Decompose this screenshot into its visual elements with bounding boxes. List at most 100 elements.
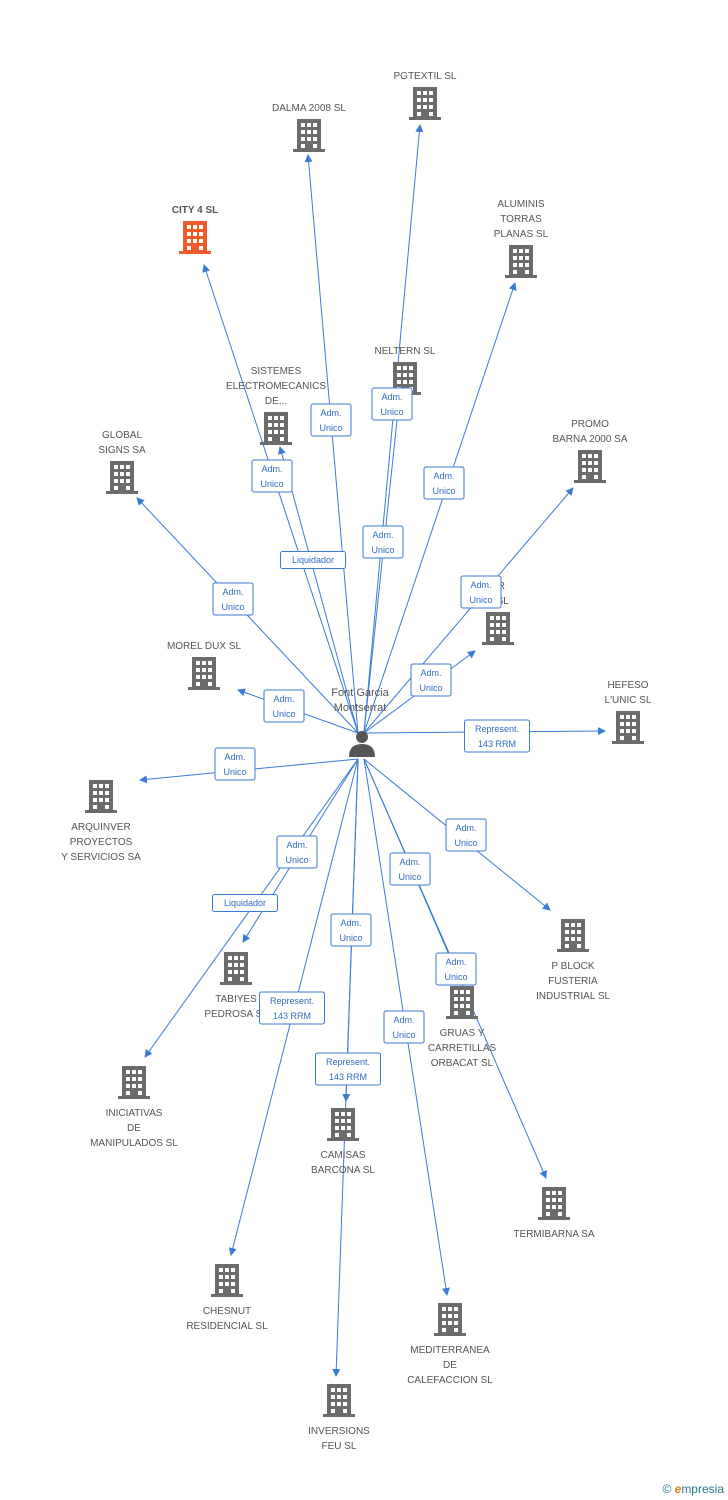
- company-label: HEFESO: [607, 680, 648, 691]
- relation-label-city4[interactable]: Adm. Unico: [251, 459, 293, 493]
- brand-name: mpresia: [681, 1482, 724, 1496]
- company-label: TORRAS: [500, 214, 542, 225]
- building-icon: [293, 119, 325, 152]
- company-node-dalma[interactable]: DALMA 2008 SL: [272, 103, 346, 152]
- company-node-termibarna[interactable]: TERMIBARNA SA: [513, 1187, 595, 1240]
- relation-label-aluminis[interactable]: Adm. Unico: [423, 466, 465, 500]
- relation-text: Unico: [339, 933, 362, 943]
- company-label: ARQUINVER: [71, 822, 130, 833]
- company-label: BARNA 2000 SA: [552, 434, 627, 445]
- company-label: PGTEXTIL SL: [394, 71, 457, 82]
- relation-label-iniciativas[interactable]: Adm. Unico: [276, 835, 318, 869]
- building-icon: [446, 986, 478, 1019]
- company-node-aluminis[interactable]: ALUMINIS TORRAS PLANAS SL: [494, 199, 549, 278]
- relation-label-global[interactable]: Adm.Unico: [212, 582, 254, 616]
- company-node-nelternl[interactable]: NELTERN SL: [375, 346, 436, 395]
- company-node-pgtextil[interactable]: PGTEXTIL SL: [394, 71, 457, 120]
- relation-text: Adm.: [286, 840, 307, 850]
- relation-text: Unico: [285, 855, 308, 865]
- relation-label-pblock[interactable]: Adm.Unico: [445, 818, 487, 852]
- building-icon: [505, 245, 537, 278]
- relation-label-mediterranea[interactable]: Adm.Unico: [383, 1010, 425, 1044]
- relation-text: Represent.: [475, 724, 519, 734]
- building-icon: [85, 780, 117, 813]
- footer-brand[interactable]: © empresia: [662, 1482, 724, 1496]
- relation-text: Adm.: [261, 464, 282, 474]
- edge-dalma: [304, 154, 359, 734]
- relation-label-chesnut[interactable]: Represent.143 RRM: [259, 991, 325, 1025]
- brand-initial: e: [674, 1482, 682, 1496]
- company-node-sistemes[interactable]: SISTEMESELECTROMECANICSDE...: [226, 366, 326, 445]
- relation-text: Unico: [319, 423, 342, 433]
- company-label: ORBACAT SL: [431, 1058, 494, 1069]
- company-node-city4[interactable]: CITY 4 SL: [172, 205, 219, 254]
- building-icon: [612, 711, 644, 744]
- relation-label-erssl[interactable]: Adm.Unico: [410, 663, 452, 697]
- relation-label-arquinver[interactable]: Adm.Unico: [214, 747, 256, 781]
- relation-text: Adm.: [455, 823, 476, 833]
- relation-text: Unico: [380, 407, 403, 417]
- building-icon: [211, 1264, 243, 1297]
- relation-text: Adm.: [381, 392, 402, 402]
- relation-text: Liquidador: [224, 898, 266, 908]
- relation-label-camisas[interactable]: Adm.Unico: [330, 913, 372, 947]
- company-label: Y SERVICIOS SA: [61, 852, 141, 863]
- relation-label-promo[interactable]: Adm.Unico: [460, 575, 502, 609]
- company-label: PLANAS SL: [494, 229, 549, 240]
- company-label: TABIYES: [215, 994, 257, 1005]
- relation-text: Unico: [260, 479, 283, 489]
- company-label: NELTERN SL: [375, 346, 436, 357]
- building-icon: [106, 461, 138, 494]
- relation-label-tabiyes[interactable]: Liquidador: [212, 894, 278, 912]
- relation-text: Adm.: [372, 530, 393, 540]
- relation-label-morel[interactable]: Adm.Unico: [263, 689, 305, 723]
- relation-text: Adm.: [433, 471, 454, 481]
- building-icon: [482, 612, 514, 645]
- relation-label-nelternl[interactable]: Adm.Unico: [362, 525, 404, 559]
- edge-city4: [202, 264, 359, 734]
- building-icon: [557, 919, 589, 952]
- building-icon: [118, 1066, 150, 1099]
- company-label: FUSTERIA: [548, 976, 598, 987]
- edge-aluminis: [363, 282, 517, 734]
- company-label: MOREL DUX SL: [167, 641, 242, 652]
- company-label: ALUMINIS: [497, 199, 545, 210]
- relation-label-inversions[interactable]: Represent.143 RRM: [315, 1052, 381, 1086]
- building-icon: [179, 221, 211, 254]
- edge-pgtextil: [363, 124, 424, 734]
- relation-label-gruas[interactable]: Adm.Unico: [389, 852, 431, 886]
- company-label: BARCONA SL: [311, 1165, 375, 1176]
- relation-label-termibarna[interactable]: Adm.Unico: [435, 952, 477, 986]
- relation-label-dalma[interactable]: Adm.Unico: [310, 403, 352, 437]
- relation-label-hefeso[interactable]: Represent.143 RRM: [464, 719, 530, 753]
- building-icon: [220, 952, 252, 985]
- company-label: PEDROSA SL: [204, 1009, 268, 1020]
- relation-text: Unico: [272, 709, 295, 719]
- company-node-tabiyes[interactable]: TABIYES PEDROSA SL: [204, 952, 268, 1020]
- building-icon: [409, 87, 441, 120]
- relation-text: Adm.: [420, 668, 441, 678]
- relation-text: Unico: [432, 486, 455, 496]
- building-icon: [188, 657, 220, 690]
- company-label: L'UNIC SL: [605, 695, 652, 706]
- relation-text: Unico: [469, 595, 492, 605]
- relation-text: Unico: [398, 872, 421, 882]
- relation-text: Represent.: [270, 996, 314, 1006]
- relation-label-sistemes[interactable]: Liquidador: [280, 551, 346, 569]
- relation-label-pgtextil[interactable]: Adm. Unico: [371, 387, 413, 421]
- company-label: GLOBAL: [102, 430, 142, 441]
- company-node-morel[interactable]: MOREL DUX SL: [167, 641, 242, 690]
- company-node-hefeso[interactable]: HEFESO L'UNIC SL: [605, 680, 652, 744]
